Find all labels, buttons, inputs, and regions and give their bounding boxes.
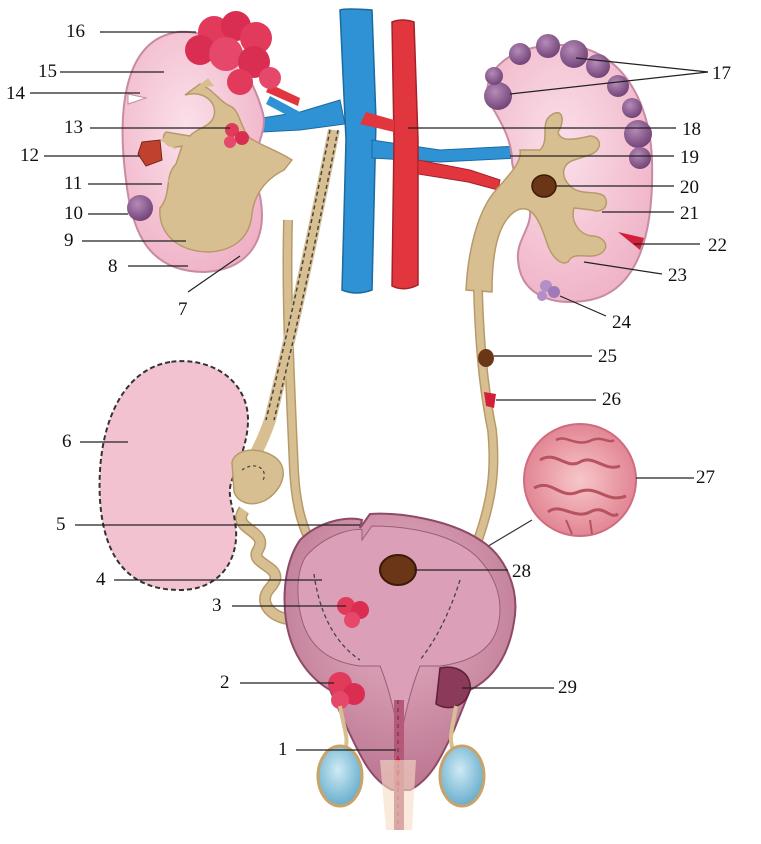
label-7: 7 bbox=[178, 300, 188, 319]
label-6: 6 bbox=[62, 432, 72, 451]
label-11: 11 bbox=[64, 174, 82, 193]
label-21: 21 bbox=[680, 204, 699, 223]
label-5: 5 bbox=[56, 515, 66, 534]
label-13: 13 bbox=[64, 118, 83, 137]
stone-icon bbox=[532, 175, 556, 197]
label-27: 27 bbox=[696, 468, 715, 487]
right-ureter bbox=[478, 290, 496, 540]
label-4: 4 bbox=[96, 570, 106, 589]
left-kidney bbox=[123, 11, 292, 272]
stone-icon bbox=[478, 349, 494, 367]
label-2: 2 bbox=[220, 673, 230, 692]
label-12: 12 bbox=[20, 146, 39, 165]
label-8: 8 bbox=[108, 257, 118, 276]
label-1: 1 bbox=[278, 740, 288, 759]
stone-icon bbox=[380, 555, 416, 585]
label-28: 28 bbox=[512, 562, 531, 581]
label-10: 10 bbox=[64, 204, 83, 223]
label-16: 16 bbox=[66, 22, 85, 41]
label-15: 15 bbox=[38, 62, 57, 81]
label-3: 3 bbox=[212, 596, 222, 615]
label-14: 14 bbox=[6, 84, 25, 103]
cyst-icon bbox=[127, 195, 153, 221]
label-26: 26 bbox=[602, 390, 621, 409]
label-25: 25 bbox=[598, 347, 617, 366]
label-19: 19 bbox=[680, 148, 699, 167]
label-17: 17 bbox=[712, 64, 731, 83]
label-29: 29 bbox=[558, 678, 577, 697]
label-18: 18 bbox=[682, 120, 701, 139]
right-kidney bbox=[466, 34, 652, 302]
label-23: 23 bbox=[668, 266, 687, 285]
label-20: 20 bbox=[680, 178, 699, 197]
label-24: 24 bbox=[612, 313, 631, 332]
mucosa-magnified bbox=[524, 424, 636, 536]
label-9: 9 bbox=[64, 231, 74, 250]
label-22: 22 bbox=[708, 236, 727, 255]
